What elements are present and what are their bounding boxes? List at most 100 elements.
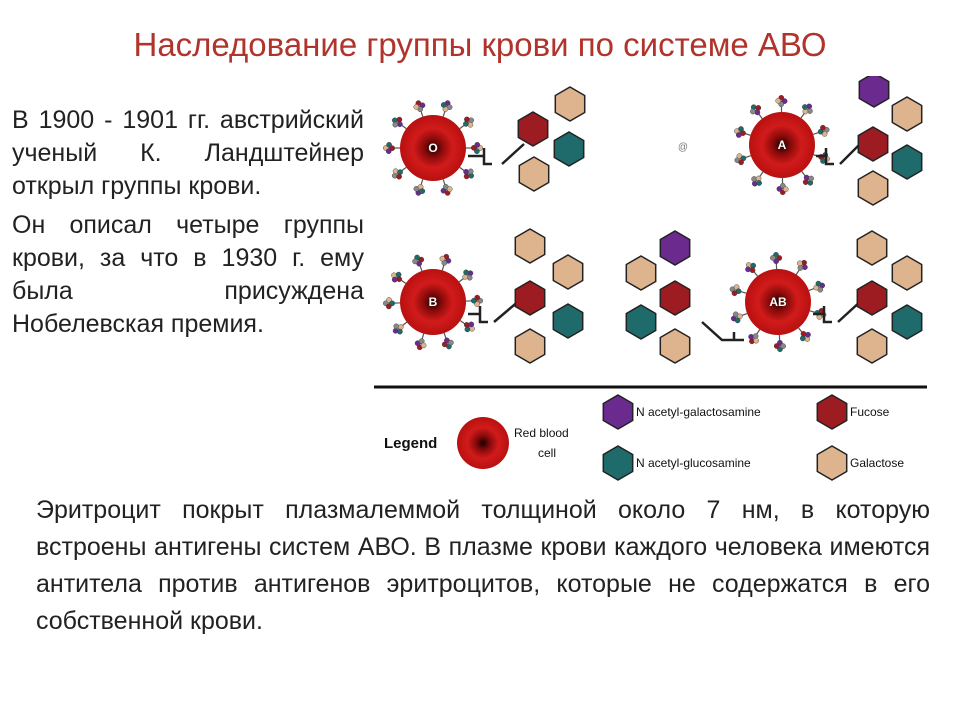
receptor-dot: [782, 186, 789, 192]
cell-a-body: [749, 112, 815, 178]
receptor-dot: [413, 104, 420, 110]
receptor-dot: [734, 317, 741, 324]
receptor-dot: [397, 324, 404, 330]
cell-o: O: [383, 100, 483, 196]
antigen-o-glcnac: [553, 131, 585, 167]
receptor-dot: [392, 168, 399, 174]
legend-rbc-label-line1: Red blood: [514, 426, 569, 440]
cell-o-body: [400, 115, 466, 181]
antigen-a-galactose-bottom: [857, 170, 889, 206]
receptor-dot: [745, 266, 751, 273]
receptor-dot: [420, 342, 427, 349]
legend-rbc-swatch: [457, 417, 509, 469]
antigen-ab-right-glcnac: [891, 304, 923, 340]
antigen-a-glcnac: [891, 144, 923, 180]
legend-glcnac-label: N acetyl-glucosamine: [636, 456, 751, 470]
cell-a-label: A: [778, 138, 787, 152]
receptor-dot: [750, 108, 756, 115]
erythrocyte-description: Эритроцит покрыт плазмалеммой толщиной о…: [36, 496, 930, 635]
antigen-ab-right-galactose-top: [856, 230, 888, 266]
receptor-dot: [808, 175, 814, 182]
receptor-dot: [797, 265, 804, 271]
receptor-dot: [753, 337, 760, 344]
receptor-dot: [803, 174, 810, 181]
receptor-dot: [462, 274, 468, 280]
receptor-dot: [419, 188, 426, 194]
receptor-dot: [770, 255, 776, 261]
receptor-dot: [820, 124, 826, 131]
receptor-dot: [463, 173, 470, 180]
receptor-dot: [468, 321, 475, 328]
center-mark: @: [678, 142, 688, 153]
antigen-ab-right-fucose: [856, 280, 888, 316]
receptor-dot: [391, 276, 398, 283]
receptor-dot: [396, 116, 403, 123]
receptor-dot: [731, 290, 738, 296]
antigen-a-fucose: [857, 126, 889, 162]
receptor-dot: [396, 173, 402, 180]
legend-fucose-swatch: [816, 394, 848, 430]
antigen-b-glcnac: [552, 303, 584, 339]
receptor-dot: [412, 258, 418, 265]
cell-b: B: [383, 253, 483, 351]
receptor-dot: [805, 331, 811, 338]
history-text: В 1900 - 1901 гг. австрийский ученый К. …: [12, 104, 364, 341]
legend-galnac-swatch: [602, 394, 634, 430]
receptor-dot: [397, 121, 403, 128]
receptor-dot: [799, 335, 806, 342]
legend-galactose-label: Galactose: [850, 456, 904, 470]
receptor-dot: [802, 104, 808, 110]
cell-o-label: O: [428, 141, 437, 155]
antigen-a: [816, 76, 923, 206]
antigen-ab-right-galactose-mid: [891, 255, 923, 291]
receptor-dot: [463, 269, 469, 276]
antigen-o: [468, 86, 586, 192]
receptor-dot: [735, 132, 742, 138]
antigen-a-galactose-top: [891, 96, 923, 132]
antigen-o-linker: [468, 143, 525, 166]
receptor-dot: [815, 280, 822, 287]
receptor-dot: [385, 148, 392, 154]
history-paragraph-1: В 1900 - 1901 гг. австрийский ученый К. …: [12, 106, 364, 200]
antigen-b-fucose: [514, 280, 546, 316]
antigen-ab-left: [625, 230, 744, 364]
receptor-dot: [780, 343, 786, 349]
receptor-dot: [755, 105, 762, 111]
receptor-dot: [463, 169, 469, 175]
antigen-ab-left-galactose-bottom: [659, 328, 691, 364]
receptor-dot: [752, 333, 759, 339]
cell-b-body: [400, 269, 466, 335]
antigen-o-galactose-top: [554, 86, 586, 122]
receptor-dot: [448, 339, 454, 346]
antigen-o-galactose-bottom: [518, 156, 550, 192]
receptor-dot: [397, 169, 403, 175]
cell-ab-body: [745, 269, 811, 335]
receptor-dot: [775, 97, 782, 104]
legend-rbc-label-line2: cell: [538, 446, 556, 460]
receptor-dot: [738, 159, 744, 166]
legend-galactose-swatch: [816, 445, 848, 481]
legend-galnac-label: N acetyl-galactosamine: [636, 405, 761, 419]
antigen-ab-left-fucose: [659, 280, 691, 316]
receptor-dot: [756, 180, 762, 186]
receptor-dot: [446, 186, 453, 192]
receptor-dot: [385, 303, 392, 310]
antigen-b-galactose-mid: [552, 254, 584, 290]
cell-o-receptors: [383, 100, 483, 196]
antigen-a-galnac: [858, 76, 890, 108]
receptor-dot: [440, 102, 447, 108]
receptor-dot: [474, 142, 481, 148]
receptor-dot: [474, 294, 480, 301]
legend-glcnac-swatch: [602, 445, 634, 481]
receptor-dot: [750, 262, 757, 269]
antigen-a-linker: [816, 143, 861, 166]
receptor-dot: [463, 121, 469, 127]
legend-fucose-label: Fucose: [850, 405, 890, 419]
antigen-ab-right: [813, 230, 923, 364]
antigen-ab-left-galnac: [659, 230, 691, 266]
abo-antigen-diagram: O @ A B: [374, 76, 927, 481]
receptor-dot: [392, 121, 399, 128]
antigen-ab-right-galactose-bottom: [856, 328, 888, 364]
receptor-dot: [439, 255, 446, 262]
cell-ab-label: AB: [769, 295, 787, 309]
